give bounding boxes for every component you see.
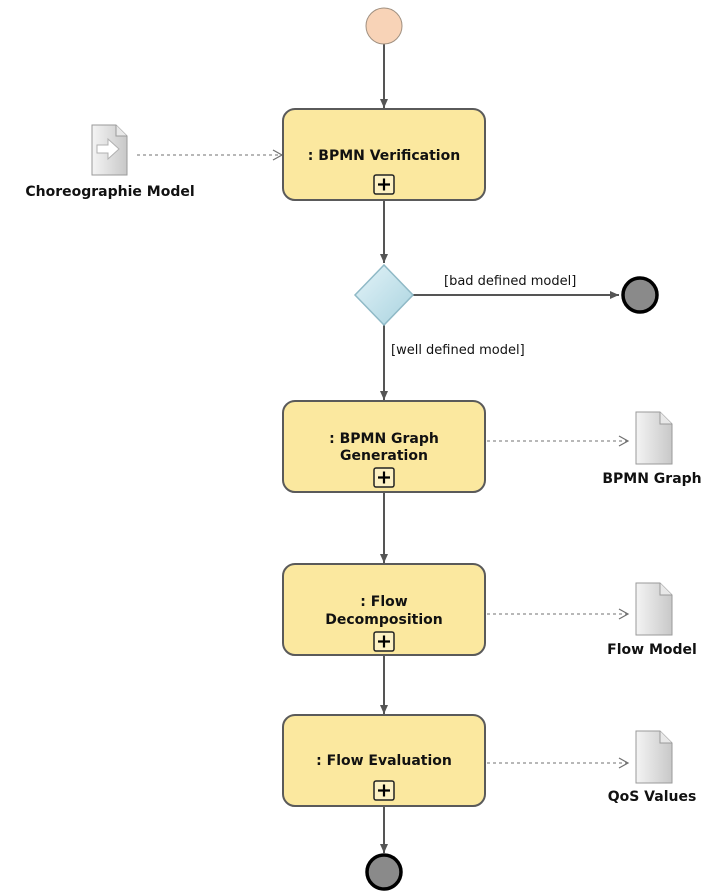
document-icon [635, 730, 673, 784]
expand-icon[interactable] [373, 174, 395, 195]
document-label: Choreographie Model [25, 184, 194, 200]
document-flow-model[interactable]: Flow Model [607, 582, 697, 658]
activity-label-line-2: Generation [340, 448, 428, 464]
control-flows [380, 44, 619, 853]
document-choreographie-model[interactable]: Choreographie Model [25, 124, 195, 200]
document-with-arrow-icon [91, 124, 128, 176]
document-label: QoS Values [608, 789, 697, 805]
activity-box [282, 563, 486, 656]
activity-bpmn-verification[interactable]: : BPMN Verification [282, 108, 486, 201]
start-node[interactable] [365, 7, 403, 45]
final-node[interactable] [365, 853, 403, 891]
activity-label: : BPMN Verification [308, 148, 460, 164]
activity-bpmn-graph-generation[interactable]: : BPMN Graph Generation [282, 400, 486, 493]
document-label: BPMN Graph [602, 471, 701, 487]
expand-icon[interactable] [373, 780, 395, 801]
activity-box [282, 108, 486, 201]
activity-label-line-1: : Flow [360, 594, 407, 610]
activity-flow-decomposition[interactable]: : Flow Decomposition [282, 563, 486, 656]
activity-box [282, 400, 486, 493]
document-icon [635, 582, 673, 636]
expand-icon[interactable] [373, 631, 395, 652]
document-qos-values[interactable]: QoS Values [608, 730, 697, 805]
activity-label: : Flow Evaluation [316, 753, 452, 769]
activity-label-line-2: Decomposition [325, 612, 442, 628]
guard-bad-defined-model: [bad defined model] [444, 274, 576, 289]
guard-well-defined-model: [well defined model] [391, 343, 525, 358]
document-bpmn-graph[interactable]: BPMN Graph [602, 411, 702, 487]
document-label: Flow Model [607, 642, 697, 658]
activity-box [282, 714, 486, 807]
document-icon [635, 411, 673, 465]
activity-flow-evaluation[interactable]: : Flow Evaluation [282, 714, 486, 807]
object-flows [137, 149, 630, 769]
final-node-rejected[interactable] [621, 276, 659, 314]
decision-node[interactable] [353, 263, 415, 327]
activity-label-line-1: : BPMN Graph [329, 431, 439, 447]
expand-icon[interactable] [373, 467, 395, 488]
